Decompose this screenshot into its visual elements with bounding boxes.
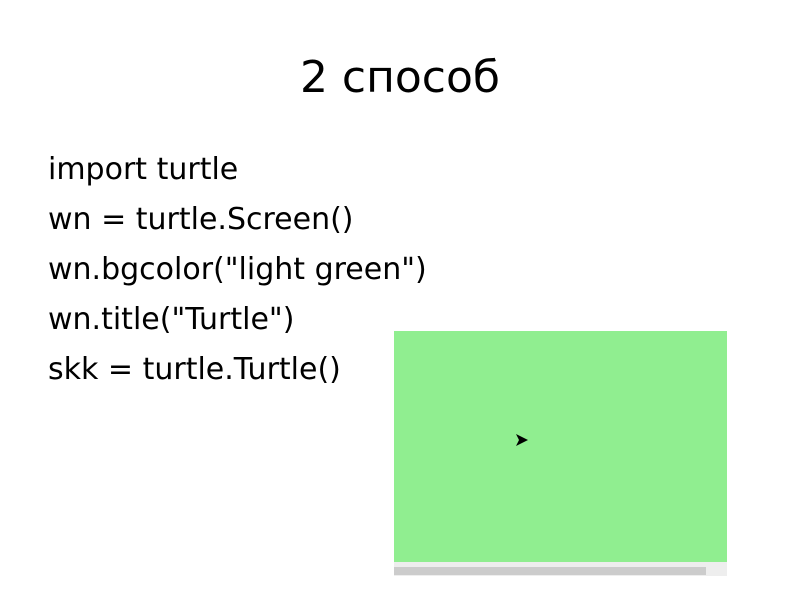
code-line: import turtle: [48, 152, 239, 187]
code-line: wn.title("Turtle"): [48, 302, 295, 337]
code-line: wn.bgcolor("light green"): [48, 252, 427, 287]
horizontal-scrollbar[interactable]: [394, 562, 727, 576]
scrollbar-thumb[interactable]: [394, 567, 706, 575]
code-block: import turtle wn = turtle.Screen() wn.bg…: [48, 145, 427, 395]
turtle-canvas: [394, 331, 727, 562]
turtle-arrow-icon: [516, 434, 528, 446]
code-line: skk = turtle.Turtle(): [48, 352, 341, 387]
code-line: wn = turtle.Screen(): [48, 202, 354, 237]
slide-title: 2 способ: [299, 52, 501, 103]
